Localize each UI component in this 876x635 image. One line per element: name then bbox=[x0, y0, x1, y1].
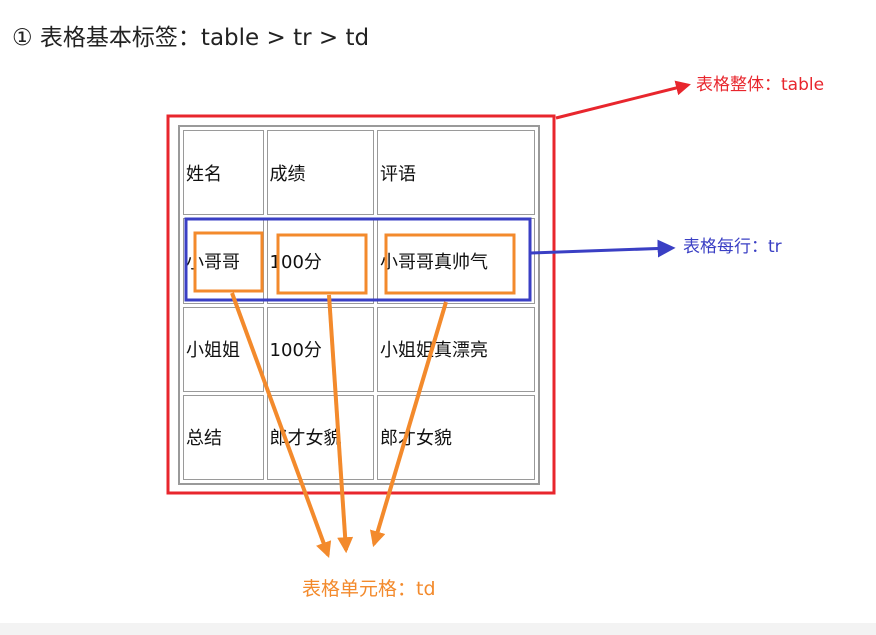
td-arrow bbox=[230, 292, 332, 559]
table-label: 表格整体：table bbox=[696, 75, 824, 95]
table-row-header: 姓名 成绩 评语 bbox=[183, 130, 535, 216]
demo-table: 姓名 成绩 评语 小哥哥 100分 小哥哥真帅气 小姐姐 100分 小姐姐真漂亮… bbox=[178, 125, 540, 485]
table-arrow bbox=[555, 80, 691, 120]
page-title: ① 表格基本标签：table > tr > td bbox=[12, 25, 370, 51]
table-cell: 姓名 bbox=[183, 130, 264, 216]
td-highlight-box bbox=[384, 233, 516, 295]
td-label: 表格单元格：td bbox=[302, 578, 436, 600]
td-highlight-box bbox=[276, 233, 368, 295]
table-row: 小姐姐 100分 小姐姐真漂亮 bbox=[183, 306, 535, 392]
table-cell: 评语 bbox=[376, 130, 535, 216]
tr-label: 表格每行：tr bbox=[683, 237, 782, 257]
table-cell: 小姐姐 bbox=[183, 306, 264, 392]
table-cell: 郎才女貌 bbox=[376, 394, 535, 480]
bottom-divider bbox=[0, 623, 876, 635]
table-cell: 小姐姐真漂亮 bbox=[376, 306, 535, 392]
tr-highlight-box bbox=[184, 217, 532, 302]
td-arrow bbox=[327, 294, 354, 554]
td-highlight-box bbox=[193, 231, 264, 293]
table-cell: 成绩 bbox=[266, 130, 374, 216]
table-highlight-box bbox=[166, 114, 556, 495]
table-cell: 总结 bbox=[183, 394, 264, 480]
td-arrow bbox=[369, 301, 448, 548]
table-cell: 100分 bbox=[266, 306, 374, 392]
tr-arrow bbox=[530, 239, 676, 258]
